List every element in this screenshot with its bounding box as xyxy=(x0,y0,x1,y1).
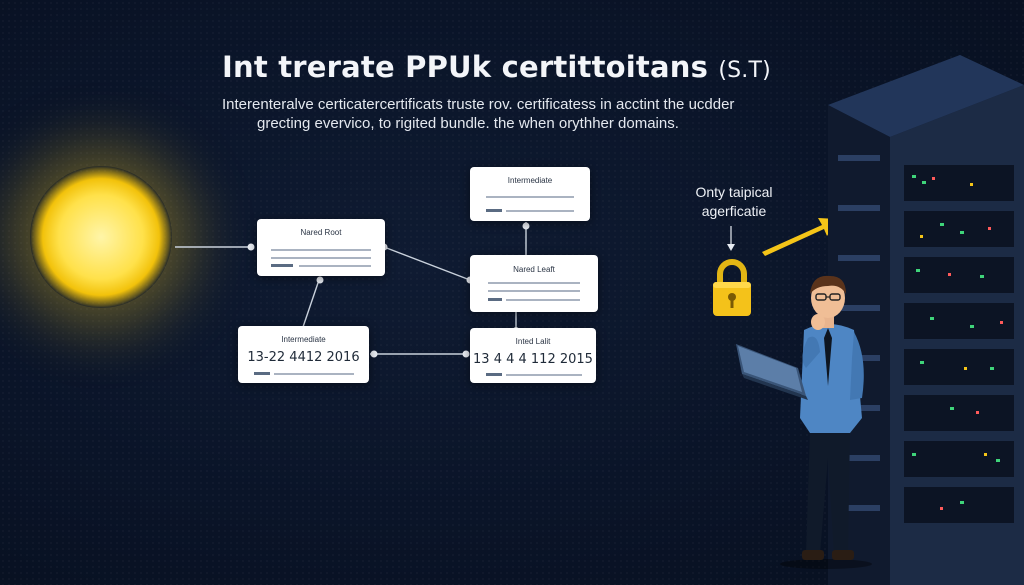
connector-dot xyxy=(316,276,324,284)
node-rule-accent xyxy=(271,264,293,267)
node-rule-accent xyxy=(488,298,502,301)
node-rule-accent xyxy=(486,373,502,376)
node-rule-accent xyxy=(486,209,502,212)
page-title: Int trerate PPUk certittoitans (S.T) xyxy=(222,50,771,84)
node-root[interactable]: Nared Root xyxy=(257,219,385,276)
node-rule xyxy=(488,290,580,292)
server-rack-illustration xyxy=(828,55,1024,585)
annotation-text: Onty taipical agerficatie xyxy=(674,183,794,221)
node-label: Nared Leaft xyxy=(513,265,555,274)
node-rule xyxy=(274,373,354,375)
node-rule xyxy=(299,265,371,267)
node-rule xyxy=(271,249,371,251)
node-label: Intermediate xyxy=(507,176,553,185)
node-intermediate-top[interactable]: Intermediate xyxy=(470,167,590,221)
person-illustration xyxy=(736,275,872,569)
annotation-line-2: agerficatie xyxy=(701,203,767,219)
lock-icon xyxy=(713,259,751,316)
node-leaf-bottom[interactable]: Inted Lalit 13 4 4 4 112 2015 xyxy=(470,328,596,383)
node-leaf-top[interactable]: Nared Leaft xyxy=(470,255,598,312)
node-label: Intermediate xyxy=(281,335,326,344)
node-rule xyxy=(506,374,582,376)
connector-dot xyxy=(522,222,530,230)
node-rule-accent xyxy=(254,372,270,375)
node-value: 13-22 4412 2016 xyxy=(247,350,360,365)
node-label: Inted Lalit xyxy=(515,337,551,346)
connector-dot xyxy=(247,243,255,251)
connector-root-intermediate xyxy=(302,276,321,328)
subtitle-line-2: grecting evervico, to rigited bundle. th… xyxy=(257,115,679,132)
node-rule xyxy=(506,210,574,212)
annotation-line-1: Onty taipical xyxy=(695,184,773,200)
connector-dot xyxy=(370,350,378,358)
node-rule xyxy=(271,257,371,259)
node-rule xyxy=(488,282,580,284)
node-label: Nared Root xyxy=(300,228,342,237)
node-rule xyxy=(506,299,580,301)
node-value: 13 4 4 4 112 2015 xyxy=(473,352,593,367)
subtitle-line-1: Interenteralve certicatercertificats tru… xyxy=(222,96,735,113)
sun-icon xyxy=(30,166,172,308)
highlight-arrow xyxy=(762,218,838,256)
connector-root-leaf xyxy=(383,246,471,281)
node-rule xyxy=(486,196,574,198)
node-intermediate-bottom[interactable]: Intermediate 13-22 4412 2016 xyxy=(238,326,369,383)
connector-dot xyxy=(462,350,470,358)
